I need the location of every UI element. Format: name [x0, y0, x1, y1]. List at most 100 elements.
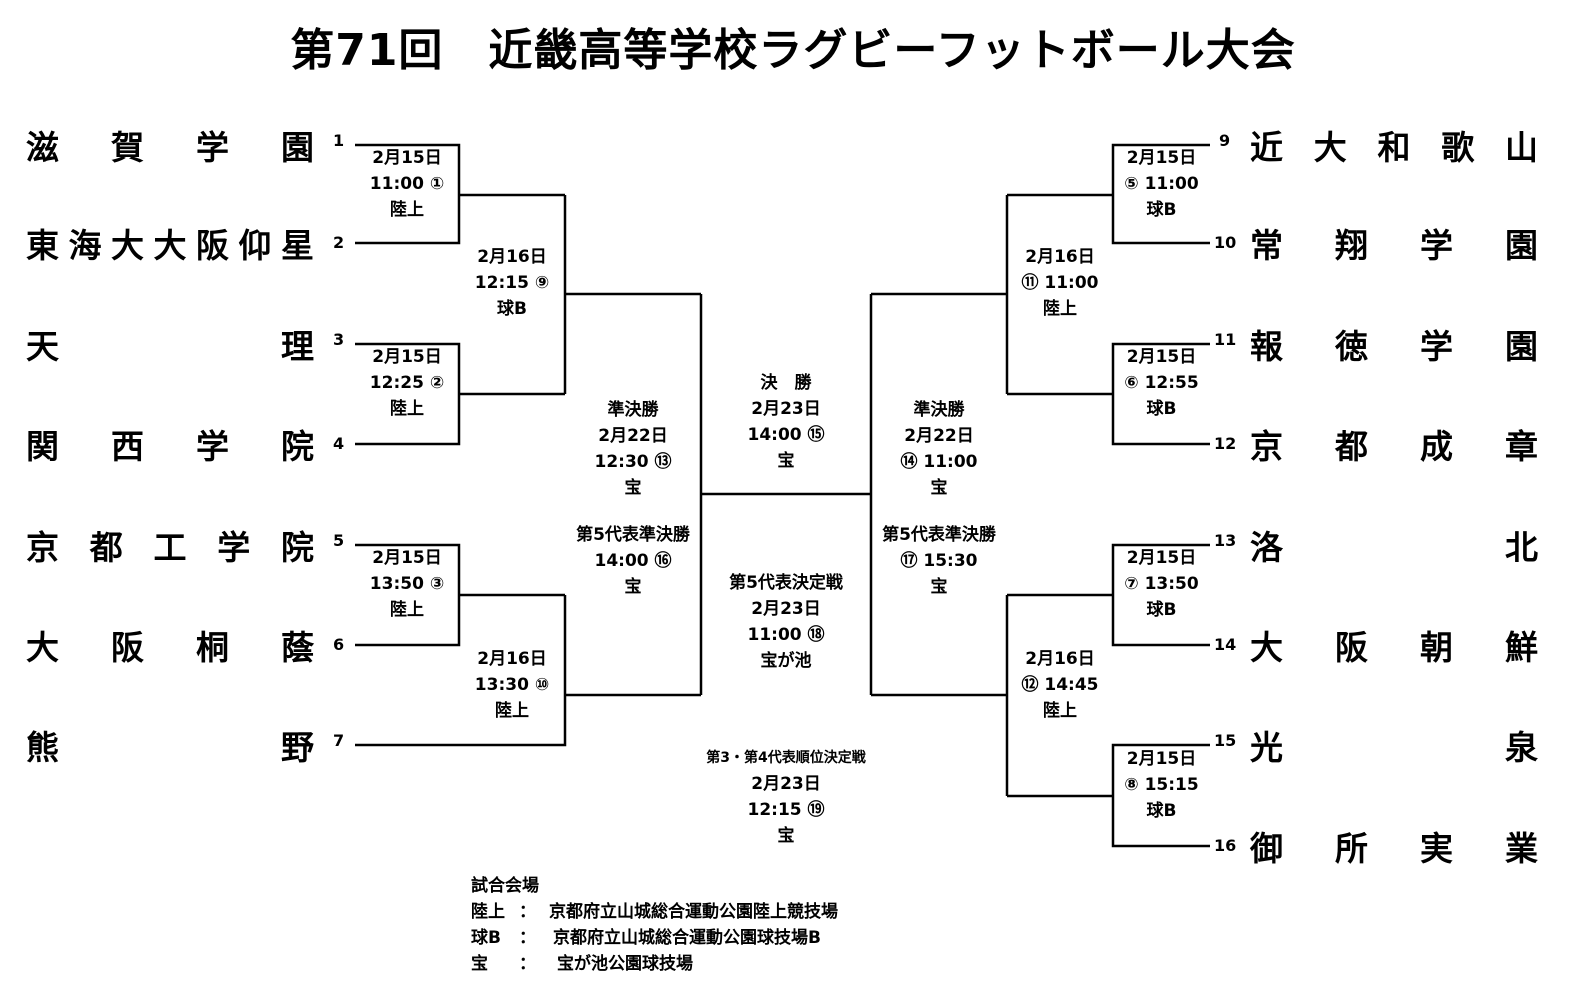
semi-left-line-1: 準決勝 [607, 400, 659, 420]
bracket-line-m10 [355, 595, 567, 747]
semi-right-line-4: 宝 [930, 478, 948, 498]
venue-legend: 試合会場 陸上：京都府立山城総合運動公園陸上競技場 球B：京都府立山城総合運動公… [471, 873, 838, 977]
third-fourth-line-1: 第3・第4代表順位決定戦 [706, 750, 866, 766]
team-name: 報徳学園 [1250, 327, 1538, 366]
match-11-line-3: 陸上 [1043, 299, 1077, 319]
team-seed-number: 1 [333, 131, 345, 150]
legend-value: 宝が池公園球技場 [557, 954, 693, 974]
semifinal-left-info: 準決勝 2月22日 12:30 ⑬ 宝 [565, 397, 701, 501]
match-info-8: 2月15日 ⑧ 15:15 球B [1113, 746, 1210, 824]
fifth-semifinal-left-info: 第5代表準決勝 14:00 ⑯ 宝 [553, 522, 713, 600]
team-name: 大阪桐蔭 [26, 628, 314, 667]
fifth-semi-left-line-3: 宝 [624, 577, 642, 597]
semi-right-line-2: 2月22日 [904, 426, 974, 446]
fifth-final-line-3: 11:00 ⑱ [747, 625, 825, 645]
team-name: 滋賀学園 [26, 128, 314, 167]
match-info-6: 2月15日 ⑥ 12:55 球B [1113, 344, 1210, 422]
semi-left-line-3: 12:30 ⑬ [594, 452, 672, 472]
legend-value: 京都府立山城総合運動公園球技場B [553, 928, 821, 948]
semifinal-right-info: 準決勝 2月22日 ⑭ 11:00 宝 [871, 397, 1007, 501]
final-line-3: 14:00 ⑮ [747, 425, 825, 445]
match-3-line-2: 13:50 ③ [369, 574, 445, 594]
match-9-line-1: 2月16日 [477, 247, 547, 267]
team-name: 京都成章 [1250, 427, 1538, 466]
fifth-final-line-4: 宝が池 [760, 651, 812, 671]
team-seed-number: 4 [333, 434, 345, 453]
match-11-line-1: 2月16日 [1025, 247, 1095, 267]
team-seed-number: 5 [333, 531, 345, 550]
legend-key: 陸上 [471, 902, 505, 922]
legend-value: 京都府立山城総合運動公園陸上競技場 [549, 902, 838, 922]
final-line-2: 2月23日 [751, 399, 821, 419]
bracket-line-m8 [1111, 743, 1210, 848]
fifth-semi-left-line-1: 第5代表準決勝 [576, 525, 690, 545]
match-7-line-1: 2月15日 [1126, 548, 1197, 568]
team-name: 東海大大阪仰星 [26, 226, 314, 265]
bracket-line-m7 [1111, 543, 1210, 647]
match-12-line-3: 陸上 [1043, 701, 1077, 721]
team-name: 洛北 [1250, 528, 1538, 567]
match-info-1: 2月15日 11:00 ① 陸上 [355, 145, 459, 223]
team-seed-number: 6 [333, 635, 345, 654]
team-seed-number: 10 [1214, 233, 1237, 252]
team-name: 大阪朝鮮 [1250, 628, 1538, 667]
match-1-line-1: 2月15日 [372, 148, 442, 168]
bracket-line-m6 [1111, 342, 1210, 446]
team-name: 京都工学院 [26, 528, 314, 567]
team-seed-number: 16 [1214, 836, 1237, 855]
match-10-line-1: 2月16日 [477, 649, 547, 669]
match-6-line-3: 球B [1146, 399, 1177, 419]
team-seed-number: 14 [1214, 635, 1237, 654]
match-2-line-2: 12:25 ② [369, 373, 445, 393]
legend-sep: ： [519, 928, 536, 948]
team-name: 常翔学園 [1250, 226, 1538, 265]
match-info-3: 2月15日 13:50 ③ 陸上 [355, 545, 459, 623]
third-fourth-line-3: 12:15 ⑲ [747, 800, 825, 820]
match-2-line-3: 陸上 [390, 399, 424, 419]
match-info-9: 2月16日 12:15 ⑨ 球B [459, 244, 565, 322]
page-title: 第71回 近畿高等学校ラグビーフットボール大会 [290, 25, 1296, 76]
team-name: 熊野 [26, 728, 314, 767]
team-name: 関西学院 [26, 427, 314, 466]
third-fourth-line-2: 2月23日 [751, 774, 821, 794]
match-11-line-2: ⑪ 11:00 [1021, 273, 1099, 293]
team-seed-number: 2 [333, 233, 345, 252]
team-seed-number: 13 [1214, 531, 1237, 550]
match-5-line-1: 2月15日 [1126, 148, 1197, 168]
fifth-semi-right-line-3: 宝 [930, 577, 948, 597]
team-seed-number: 11 [1214, 330, 1237, 349]
match-3-line-3: 陸上 [390, 600, 424, 620]
team-seed-number: 3 [333, 330, 345, 349]
match-info-11: 2月16日 ⑪ 11:00 陸上 [1007, 244, 1113, 322]
match-2-line-1: 2月15日 [372, 347, 442, 367]
match-8-line-2: ⑧ 15:15 [1124, 775, 1199, 795]
match-12-line-2: ⑫ 14:45 [1021, 675, 1099, 695]
match-9-line-2: 12:15 ⑨ [474, 273, 550, 293]
match-info-7: 2月15日 ⑦ 13:50 球B [1113, 545, 1210, 623]
fifth-final-line-2: 2月23日 [751, 599, 821, 619]
match-7-line-2: ⑦ 13:50 [1124, 574, 1199, 594]
match-8-line-1: 2月15日 [1126, 749, 1197, 769]
team-seed-number: 12 [1214, 434, 1237, 453]
team-name: 天理 [26, 327, 314, 366]
team-name: 御所実業 [1250, 829, 1538, 868]
third-fourth-line-4: 宝 [777, 826, 795, 846]
match-3-line-1: 2月15日 [372, 548, 442, 568]
match-12-line-1: 2月16日 [1025, 649, 1095, 669]
match-1-line-2: 11:00 ① [369, 174, 445, 194]
legend-key: 球B [471, 928, 501, 948]
fifth-final-line-1: 第5代表決定戦 [729, 573, 843, 593]
final-info: 決 勝 2月23日 14:00 ⑮ 宝 [701, 370, 871, 474]
third-fourth-info: 第3・第4代表順位決定戦 2月23日 12:15 ⑲ 宝 [691, 745, 881, 849]
semi-right-line-1: 準決勝 [913, 400, 965, 420]
bracket-line-m5 [1111, 143, 1210, 245]
legend-key: 宝 [471, 954, 488, 974]
final-line-4: 宝 [777, 451, 795, 471]
fifth-semi-right-line-1: 第5代表準決勝 [882, 525, 996, 545]
match-info-12: 2月16日 ⑫ 14:45 陸上 [1007, 646, 1113, 724]
semi-left-line-2: 2月22日 [598, 426, 668, 446]
match-10-line-3: 陸上 [495, 701, 529, 721]
match-6-line-2: ⑥ 12:55 [1124, 373, 1199, 393]
legend-row: 陸上：京都府立山城総合運動公園陸上競技場 [471, 899, 838, 925]
